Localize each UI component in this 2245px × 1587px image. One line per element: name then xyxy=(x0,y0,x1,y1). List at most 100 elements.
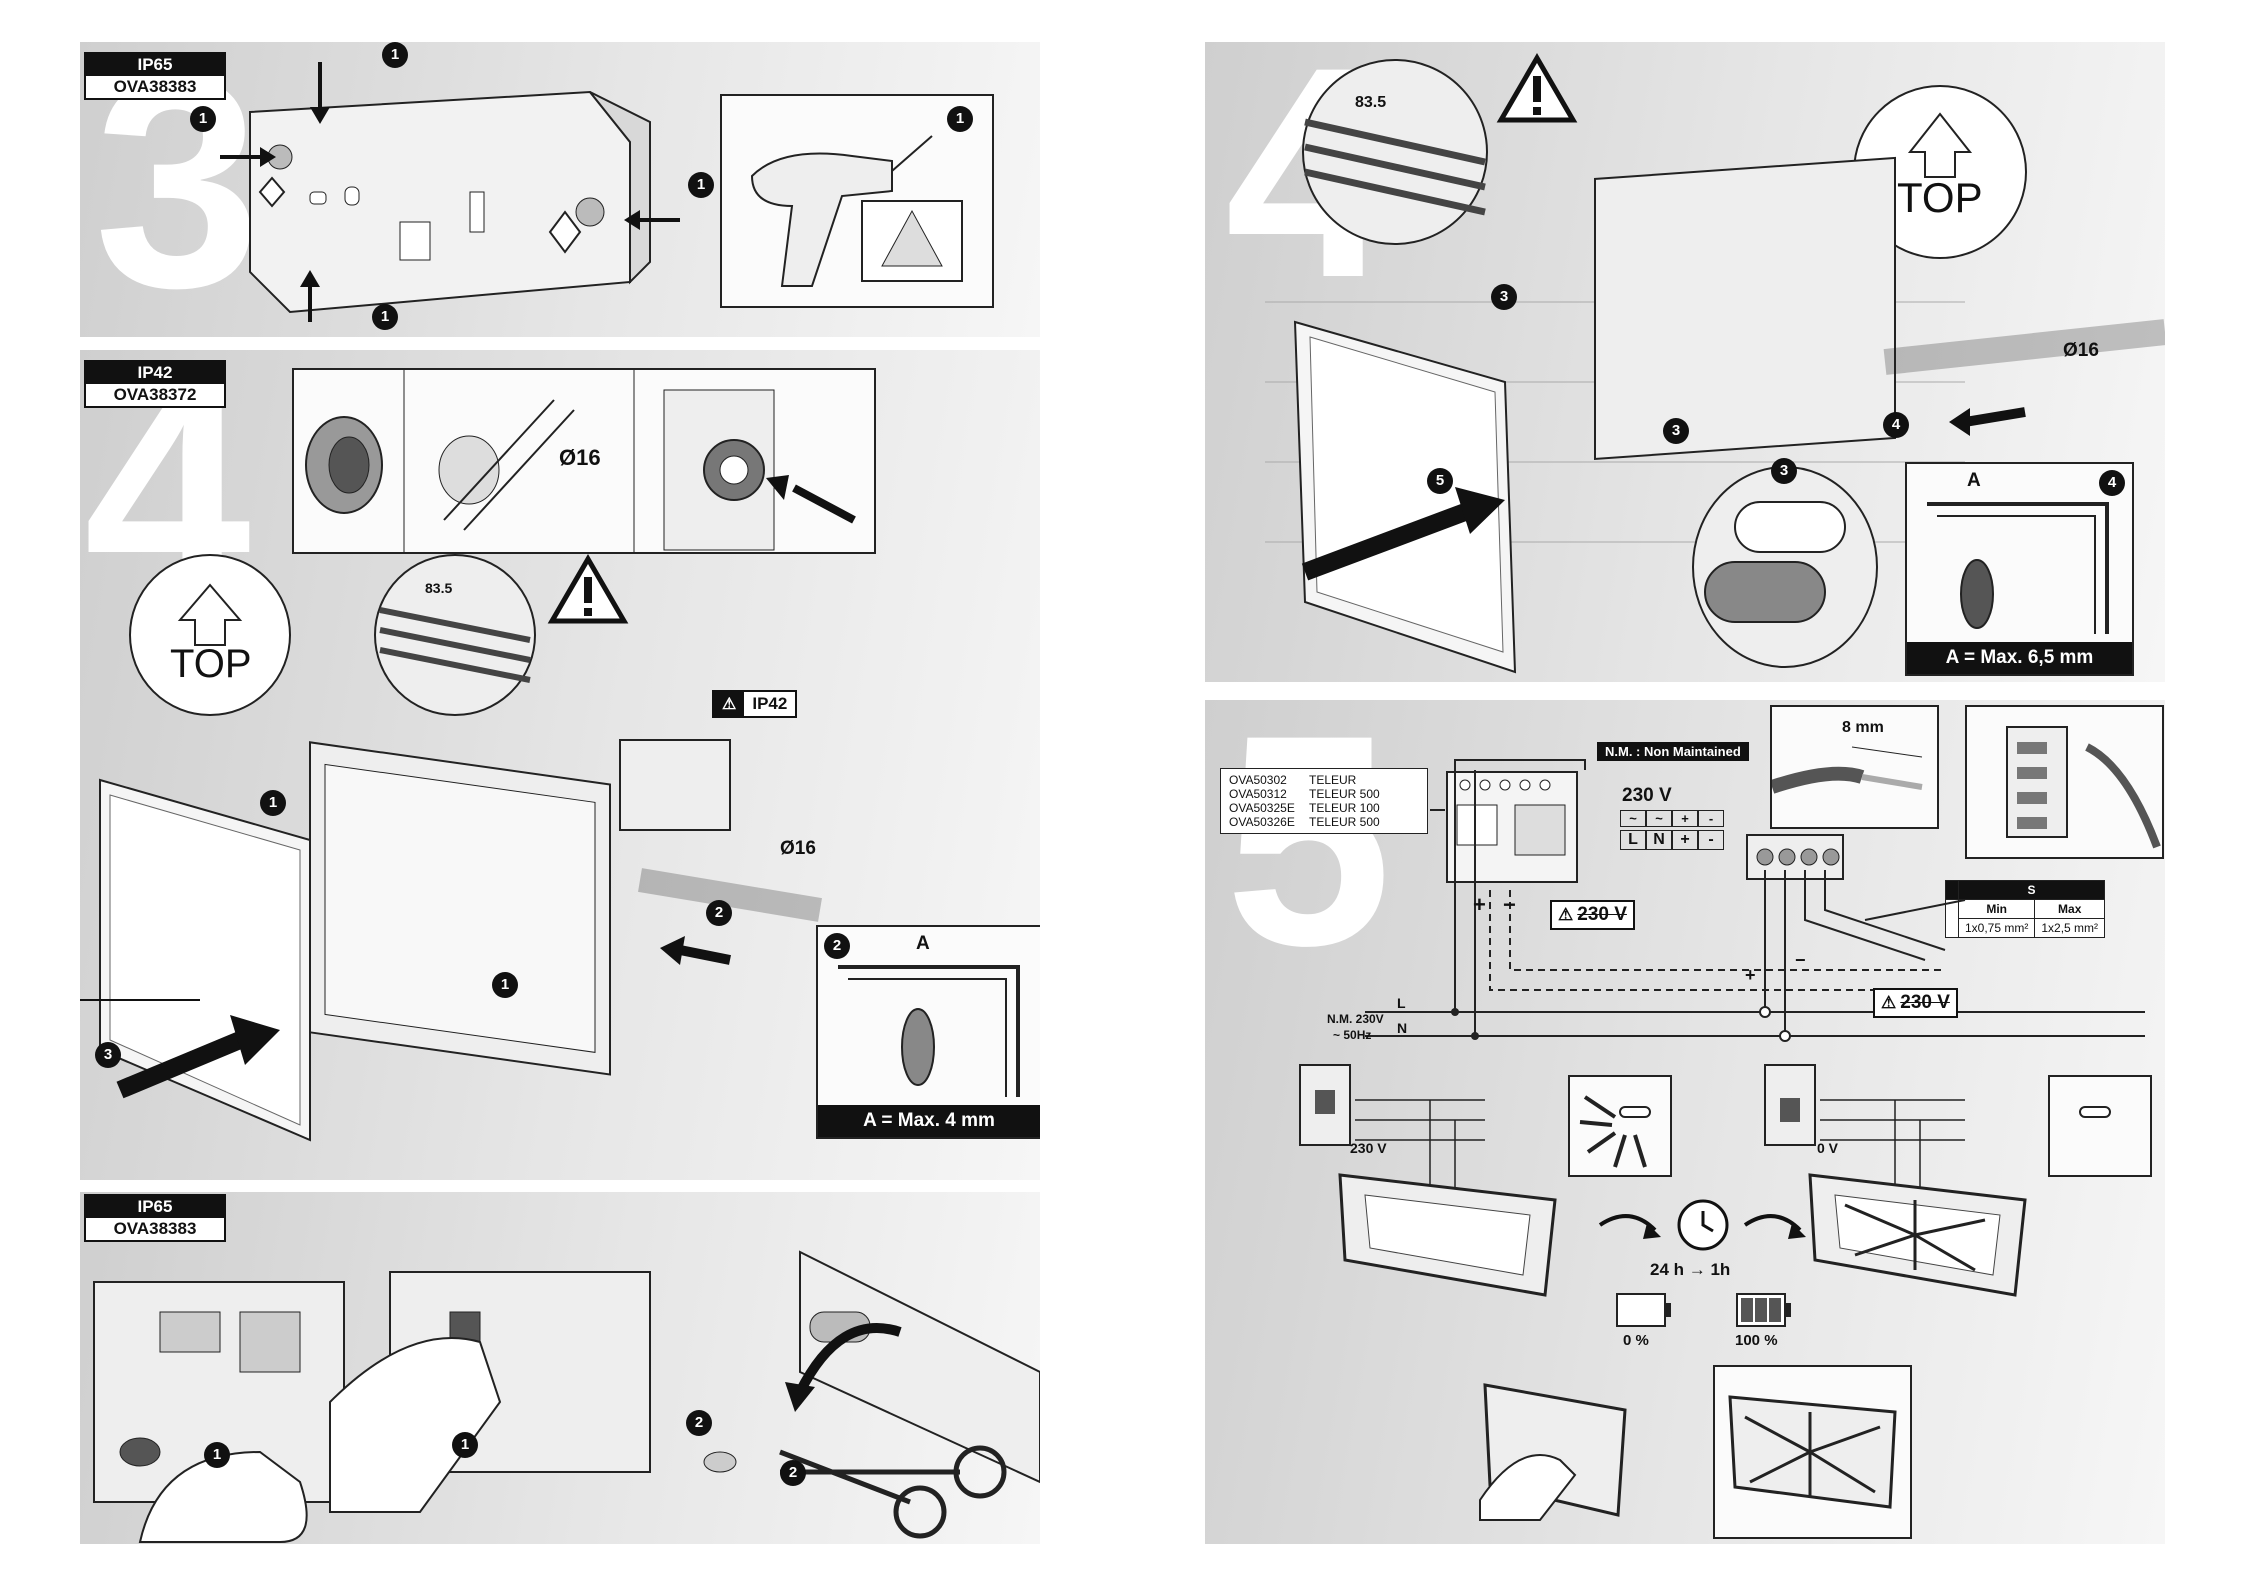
step3-panel: 3 IP65 OVA38383 1 1 1 1 1 xyxy=(80,42,1040,337)
callout-3-screw-b: 3 xyxy=(1663,418,1689,444)
ip42-warning-icon: ⚠ xyxy=(714,692,745,716)
drill-icon xyxy=(750,135,963,287)
no-230v-warning-b: ⚠ 230 V xyxy=(1873,988,1958,1018)
lamp-off-detail xyxy=(2048,1075,2152,1177)
section-max-label: Max xyxy=(2034,899,2106,919)
gap-detail-left xyxy=(838,965,1020,1097)
callout-1-left: 1 xyxy=(190,106,216,132)
callout-1-drill: 1 xyxy=(947,106,973,132)
gap-measure-frame-left: 2 A A = Max. 4 mm xyxy=(816,925,1040,1139)
test-lit-detail xyxy=(1713,1365,1912,1539)
callout-1-grommet-b: 1 xyxy=(452,1432,478,1458)
step4a-model: OVA38372 xyxy=(113,385,197,404)
battery-full-icon xyxy=(1736,1293,1791,1327)
section-min-label: Min xyxy=(1957,899,2036,919)
callout-1-screw-b: 1 xyxy=(492,972,518,998)
callout-1-top: 1 xyxy=(382,42,408,68)
callout-3-cover: 3 xyxy=(95,1042,121,1068)
module-plus: + xyxy=(1473,892,1486,917)
breaker-on-icon xyxy=(1299,1064,1351,1146)
mains-label: N.M. 230V xyxy=(1327,1012,1384,1026)
step4a-rating: IP42 xyxy=(86,362,224,384)
callout-1-bottom: 1 xyxy=(372,304,398,330)
step4a-panel: 4 IP42 OVA38372 Ø16 TOP 83.5 xyxy=(80,350,1040,1180)
terminal-plus: + xyxy=(1672,830,1698,850)
step4a-badge: IP42 OVA38372 xyxy=(84,360,226,408)
cable-diameter-left: Ø16 xyxy=(780,838,816,859)
no-230v-label-a: 230 V xyxy=(1577,904,1627,925)
cable-mark-left: 83.5 xyxy=(425,580,453,596)
breaker-off-icon xyxy=(1764,1064,1816,1146)
test-lit-icon xyxy=(1728,1395,1897,1509)
callout-2-cut-b: 2 xyxy=(780,1460,806,1486)
terminal-plug-frame xyxy=(1965,705,2164,859)
measure-label-left: A = Max. 4 mm xyxy=(818,1105,1040,1137)
cable-detail-right xyxy=(1302,59,1488,245)
dim-letter-right: A xyxy=(1967,470,1981,491)
warning-icon-left xyxy=(547,554,629,624)
breaker-off-label: 0 V xyxy=(1817,1140,1839,1156)
top-badge-left xyxy=(129,554,291,716)
line-l-label: L xyxy=(1397,995,1406,1011)
clock-icon xyxy=(1677,1199,1729,1251)
ip42-tag-label: IP42 xyxy=(752,694,788,713)
callout-5-cover: 5 xyxy=(1427,468,1453,494)
strip-length-label: 8 mm xyxy=(1842,719,1884,736)
step4b-panel: IP65 OVA38383 1 1 2 2 xyxy=(80,1192,1040,1544)
top-badge-right xyxy=(1853,85,2027,259)
terminal-l: L xyxy=(1620,830,1646,850)
terminal-n: N xyxy=(1646,830,1672,850)
top-label-right: TOP xyxy=(1897,174,1983,221)
test-luminaire xyxy=(1479,1383,1627,1521)
no-230v-warning-a: ⚠ 230 V xyxy=(1550,900,1635,930)
wiring-diagram xyxy=(1365,759,2145,1042)
breaker-on-label: 230 V xyxy=(1350,1140,1387,1156)
gland-detail-frame: Ø16 xyxy=(292,368,876,554)
telecommand-module xyxy=(1446,771,1578,883)
gland-diameter-label: Ø16 xyxy=(559,445,601,470)
gland-illustration xyxy=(305,370,856,552)
terminal-plug-icon xyxy=(2006,726,2161,849)
top-label-left: TOP xyxy=(170,642,252,686)
module-minus: − xyxy=(1503,892,1516,917)
section-header: S xyxy=(1957,880,2106,900)
gap-measure-frame-right: 4 A A = Max. 6,5 mm xyxy=(1905,462,2134,676)
line-n-label: N xyxy=(1397,1020,1408,1036)
charge-arrow-left xyxy=(1598,1214,1661,1239)
cable-mark-right: 83.5 xyxy=(1355,94,1387,111)
warning-icon: ⚠ xyxy=(1558,905,1574,924)
warning-icon: ⚠ xyxy=(1881,993,1897,1012)
strip-length-frame: 8 mm xyxy=(1770,705,1939,829)
nm-label: N.M. : Non Maintained xyxy=(1597,742,1749,761)
battery-empty-icon xyxy=(1616,1293,1671,1327)
section-min-value: 1x0,75 mm² xyxy=(1957,918,2036,938)
callout-1-grommet-a: 1 xyxy=(204,1442,230,1468)
callout-4-gland: 4 xyxy=(1883,412,1909,438)
warning-icon-right xyxy=(1496,53,1578,123)
gap-detail-right xyxy=(1927,502,2109,634)
wire-strip-icon xyxy=(1772,746,1923,794)
callout-2-cut-a: 2 xyxy=(686,1410,712,1436)
battery-empty-label: 0 % xyxy=(1623,1332,1649,1349)
step3-model: OVA38383 xyxy=(113,77,197,96)
supply-lines xyxy=(1355,1099,1965,1230)
diagram-plus: + xyxy=(1745,965,1756,985)
step4b-model: OVA38383 xyxy=(113,1219,197,1238)
drill-frame: 1 xyxy=(720,94,994,308)
luminaire-on xyxy=(1808,1173,2027,1297)
luminaire-exploded-left xyxy=(80,739,822,1142)
callout-4-measure: 4 xyxy=(2099,470,2125,496)
freq-label: ~ 50Hz xyxy=(1333,1028,1372,1042)
terminal-labels: ~ ~ + - xyxy=(1620,810,1724,827)
lamp-off-icon xyxy=(2079,1106,2111,1118)
step5-number: 5 xyxy=(1225,700,1392,1008)
dim-letter-left: A xyxy=(916,933,930,954)
step4b-rating: IP65 xyxy=(86,1196,224,1218)
callout-1-right: 1 xyxy=(688,172,714,198)
charge-arrow-right xyxy=(1743,1214,1806,1239)
